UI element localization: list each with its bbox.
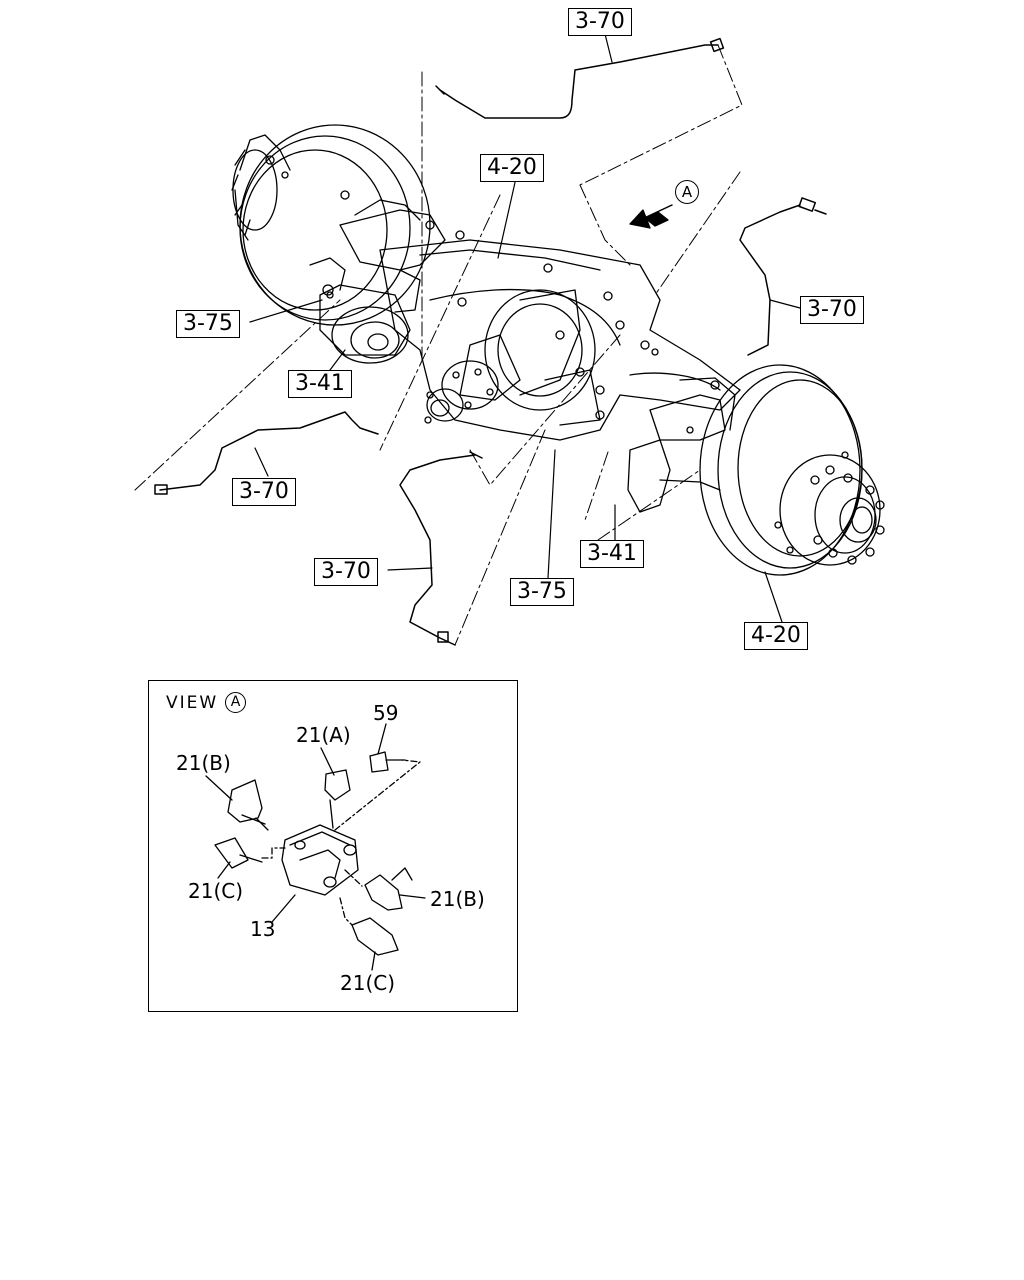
ref-box-4-20-bottom[interactable]: 4-20 — [744, 622, 808, 650]
ref-leaders — [249, 33, 801, 623]
left-brake-drum — [231, 124, 431, 326]
brake-pipe-top — [435, 37, 725, 119]
view-a-frame — [148, 680, 518, 1012]
right-brake-chamber — [627, 377, 736, 513]
axle-housing — [379, 239, 741, 441]
view-a-callout-marker: A — [675, 180, 699, 204]
brake-pipe-bottom — [399, 451, 483, 646]
view-a-detail — [205, 723, 426, 971]
left-brake-chamber — [309, 199, 465, 364]
ref-box-3-70-top[interactable]: 3-70 — [568, 8, 632, 36]
part-label-21c-bottom: 21(C) — [340, 971, 396, 995]
part-label-13: 13 — [250, 917, 276, 941]
brake-pipe-right — [739, 197, 827, 356]
leader-lines — [134, 44, 743, 646]
brake-pipe-left — [154, 411, 379, 495]
ref-box-3-70-left[interactable]: 3-70 — [232, 478, 296, 506]
view-arrow — [629, 204, 673, 229]
part-label-21b-right: 21(B) — [430, 887, 485, 911]
view-a-title: VIEW — [166, 693, 219, 713]
ref-box-3-41-left[interactable]: 3-41 — [288, 370, 352, 398]
part-label-21a: 21(A) — [296, 723, 351, 747]
ref-box-3-41-right[interactable]: 3-41 — [580, 540, 644, 568]
ref-box-3-75-left[interactable]: 3-75 — [176, 310, 240, 338]
part-label-59: 59 — [373, 701, 399, 725]
differential-carrier — [424, 289, 601, 426]
ref-box-3-75-bottom[interactable]: 3-75 — [510, 578, 574, 606]
part-label-21c-left: 21(C) — [188, 879, 244, 903]
view-a-marker: A — [225, 692, 246, 713]
right-brake-drum — [699, 364, 885, 576]
ref-box-4-20-top[interactable]: 4-20 — [480, 154, 544, 182]
part-label-21b-left: 21(B) — [176, 751, 231, 775]
ref-box-3-70-bottom[interactable]: 3-70 — [314, 558, 378, 586]
ref-box-3-70-right[interactable]: 3-70 — [800, 296, 864, 324]
